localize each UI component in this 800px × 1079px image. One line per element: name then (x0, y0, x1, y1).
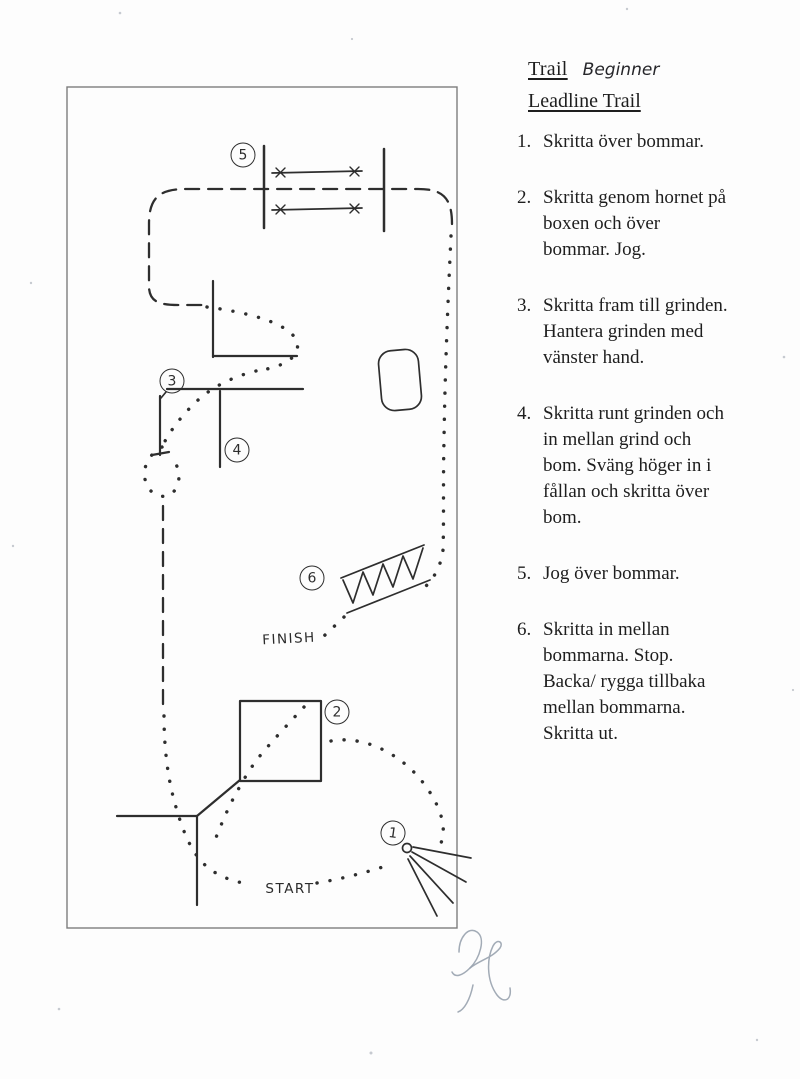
rope-gate-obstacle-1 (401, 842, 472, 917)
instruction-number: 1. (517, 131, 532, 152)
course-marker-6: 6 (299, 565, 325, 591)
course-marker-3: 3 (159, 368, 185, 394)
instruction-number: 3. (517, 295, 532, 316)
title-trail: Trail (528, 58, 568, 80)
instruction-number: 5. (517, 563, 532, 584)
instruction-item-1: 1. Skritta över bommar. (517, 129, 779, 155)
corner-fence (115, 778, 242, 907)
gate-obstacle (150, 391, 171, 457)
instruction-item-2: 2. Skritta genom hornet på boxen och öve… (517, 185, 779, 263)
finish-label: FINISH (261, 629, 317, 649)
diagram-border (66, 86, 458, 929)
dashed-track (147, 187, 454, 714)
pen-fence (165, 279, 305, 469)
instruction-text: Skritta genom hornet på boxen och över b… (543, 187, 727, 260)
document-header: Trail Beginner Leadline Trail (528, 56, 779, 114)
instruction-text: Skritta fram till grinden. Hantera grind… (543, 295, 728, 368)
dotted-track (142, 234, 453, 886)
instruction-item-5: 5. Jog över bommar. (517, 561, 779, 587)
signature-scribble (451, 929, 512, 1013)
instruction-text: Skritta över bommar. (543, 131, 704, 152)
title-beginner-handwritten: Beginner (582, 60, 660, 80)
instruction-item-3: 3. Skritta fram till grinden. Hantera gr… (517, 293, 779, 371)
instruction-text: Skritta runt grinden och in mellan grind… (543, 403, 724, 528)
instruction-text: Skritta in mellan bommarna. Stop. Backa/… (543, 619, 706, 744)
header-line: Trail Beginner (528, 56, 779, 83)
scan-specks (11, 7, 795, 1055)
instruction-number: 6. (517, 619, 532, 640)
instruction-item-4: 4. Skritta runt grinden och in mellan gr… (517, 401, 779, 531)
instruction-number: 4. (517, 403, 532, 424)
pole-obstacle-5 (262, 144, 386, 233)
course-marker-5: 5 (230, 142, 256, 168)
title-leadline-trail: Leadline Trail (528, 90, 641, 112)
instructions-column: Trail Beginner Leadline Trail 1. Skritta… (517, 56, 779, 777)
instruction-item-6: 6. Skritta in mellan bommarna. Stop. Bac… (517, 617, 779, 747)
course-marker-2: 2 (324, 699, 350, 725)
instruction-list: 1. Skritta över bommar. 2. Skritta genom… (517, 129, 779, 747)
rounded-gate (377, 348, 423, 412)
course-marker-4: 4 (224, 437, 250, 463)
box-obstacle (238, 699, 323, 783)
start-label: START (265, 881, 315, 897)
zigzag-obstacle (340, 544, 431, 614)
instruction-number: 2. (517, 187, 532, 208)
instruction-text: Jog över bommar. (543, 563, 680, 584)
